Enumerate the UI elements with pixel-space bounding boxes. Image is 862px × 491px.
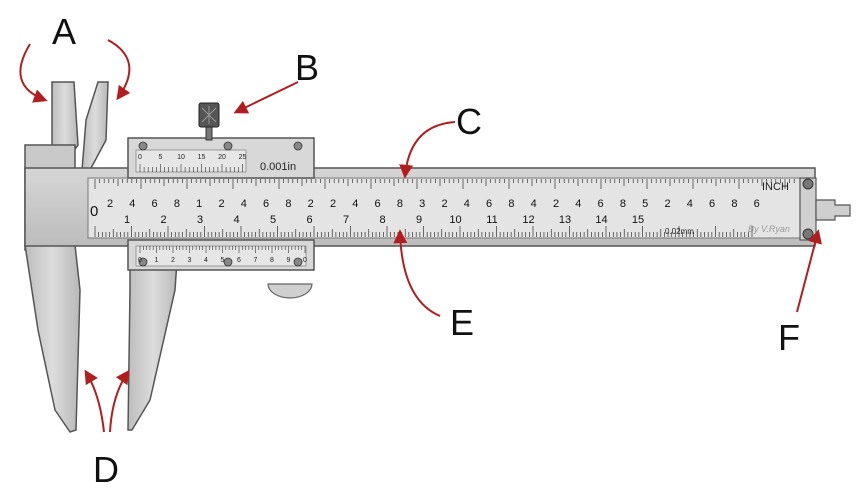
inch-number: 6 xyxy=(486,198,492,210)
callout-d: D xyxy=(93,449,119,490)
mm-number: 2 xyxy=(160,214,166,226)
vernier-bottom-number: 2 xyxy=(171,257,175,264)
inch-number: 8 xyxy=(508,198,514,210)
callout-a: A xyxy=(52,11,76,52)
inch-number: 5 xyxy=(642,198,648,210)
inch-number: 2 xyxy=(308,198,314,210)
inch-number: 4 xyxy=(464,198,470,210)
mm-number: 6 xyxy=(306,214,312,226)
vernier-bottom-numbers: 0 1 2 3 4 5 6 7 8 9 0 xyxy=(138,257,307,264)
vernier-bottom-number: 9 xyxy=(287,257,291,264)
mm-number: 9 xyxy=(416,214,422,226)
callout-b: B xyxy=(295,47,319,88)
main-scale-zero: 0 xyxy=(90,203,98,220)
inch-number: 4 xyxy=(129,198,135,210)
vernier-top-number: 5 xyxy=(159,154,163,161)
inch-number: 4 xyxy=(352,198,358,210)
mm-number: 1 xyxy=(124,214,130,226)
mm-number: 15 xyxy=(632,214,644,226)
vernier-bottom-number: 7 xyxy=(254,257,258,264)
vernier-bottom-number: 5 xyxy=(221,257,225,264)
arrow-b xyxy=(233,81,299,114)
thumb-roller xyxy=(267,283,313,299)
vernier-bottom-number: 0 xyxy=(138,257,142,264)
inch-number: 8 xyxy=(285,198,291,210)
inch-number: 6 xyxy=(598,198,604,210)
mm-number: 14 xyxy=(595,214,607,226)
inch-number: 1 xyxy=(196,198,202,210)
callout-arrows xyxy=(19,39,822,433)
mm-unit-label: 0.02mm xyxy=(665,227,694,236)
vernier-bottom-number: 8 xyxy=(270,257,274,264)
vernier-top-number: 15 xyxy=(198,154,206,161)
inch-number: 2 xyxy=(553,198,559,210)
main-beam xyxy=(24,167,816,247)
arrow-c xyxy=(399,121,456,179)
inch-number: 8 xyxy=(620,198,626,210)
vernier-bottom-number: 0 xyxy=(303,257,307,264)
vernier-top-number: 20 xyxy=(218,154,226,161)
sliding-outside-jaw xyxy=(127,244,179,431)
inch-scale-numbers: 2 4 6 8 1 2 4 6 8 2 2 4 6 8 3 2 4 6 8 4 2 4 6 8 5 2 4 6 8 6 xyxy=(107,198,760,210)
inch-number: 4 xyxy=(687,198,693,210)
depth-rod xyxy=(799,177,851,241)
inch-number: 3 xyxy=(419,198,425,210)
author-credit: By V.Ryan xyxy=(748,224,790,234)
mm-number: 5 xyxy=(270,214,276,226)
inch-label: INCH xyxy=(762,181,789,193)
mm-number: 7 xyxy=(343,214,349,226)
inch-number: 2 xyxy=(664,198,670,210)
mm-number: 4 xyxy=(233,214,239,226)
mm-number: 8 xyxy=(379,214,385,226)
inch-number: 6 xyxy=(263,198,269,210)
callout-f: F xyxy=(778,317,800,358)
inch-number: 2 xyxy=(441,198,447,210)
inch-number: 6 xyxy=(754,198,760,210)
arrow-a-right xyxy=(107,39,131,101)
vernier-bottom-number: 1 xyxy=(155,257,159,264)
arrow-f xyxy=(796,229,822,313)
inch-number: 2 xyxy=(218,198,224,210)
mm-number: 12 xyxy=(522,214,534,226)
vernier-top-numbers: 0 5 10 15 20 25 xyxy=(138,154,246,161)
arrow-a-left xyxy=(19,43,48,103)
vernier-bottom-ticks xyxy=(139,246,306,253)
inch-number: 4 xyxy=(575,198,581,210)
mm-number: 11 xyxy=(486,214,497,226)
vernier-bottom-number: 6 xyxy=(237,257,241,264)
arrow-e xyxy=(393,229,441,317)
fixed-outside-jaw xyxy=(24,244,81,433)
inch-number: 2 xyxy=(330,198,336,210)
inch-number: 4 xyxy=(531,198,537,210)
vernier-top-number: 0 xyxy=(138,154,142,161)
inch-number: 4 xyxy=(241,198,247,210)
arrow-d-left xyxy=(84,369,105,433)
vernier-top-ticks xyxy=(139,164,243,172)
mm-number: 13 xyxy=(559,214,571,226)
vernier-top-number: 10 xyxy=(177,154,185,161)
locking-screw xyxy=(198,102,220,141)
vernier-bottom-number: 4 xyxy=(204,257,208,264)
inch-number: 6 xyxy=(375,198,381,210)
inch-number: 8 xyxy=(731,198,737,210)
sliding-inside-jaw xyxy=(81,81,109,171)
vernier-top-number: 25 xyxy=(239,154,247,161)
mm-number: 10 xyxy=(449,214,461,226)
inch-number: 2 xyxy=(107,198,113,210)
main-scale-ticks xyxy=(94,179,795,237)
vernier-bottom-number: 3 xyxy=(188,257,192,264)
vernier-unit-label: 0.001in xyxy=(260,161,296,173)
inch-number: 8 xyxy=(397,198,403,210)
callout-e: E xyxy=(450,302,474,343)
mm-number: 3 xyxy=(197,214,203,226)
inch-number: 6 xyxy=(152,198,158,210)
arrow-d-right xyxy=(109,369,130,433)
callout-c: C xyxy=(456,101,482,142)
inch-number: 8 xyxy=(174,198,180,210)
vernier-slider xyxy=(127,137,315,271)
inch-number: 6 xyxy=(709,198,715,210)
